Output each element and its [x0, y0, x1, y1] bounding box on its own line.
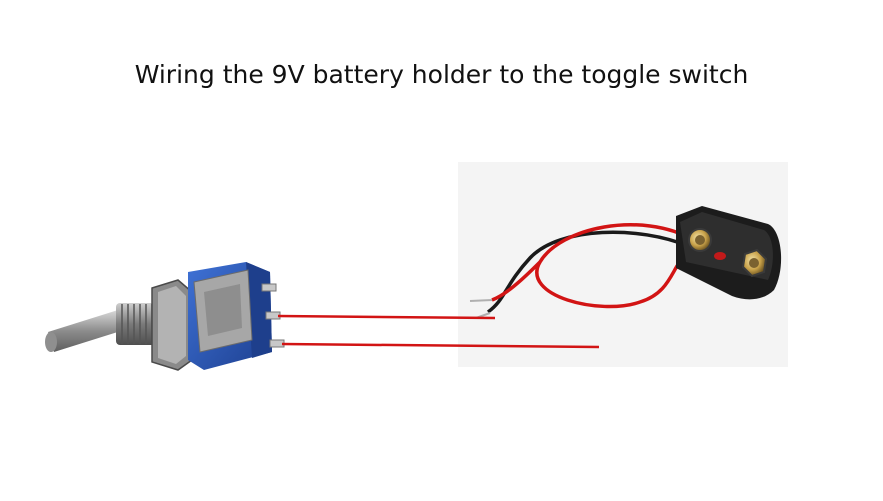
toggle-switch-illustration — [45, 262, 284, 370]
battery-clip-red-wire-end — [714, 252, 726, 260]
toggle-lever — [48, 310, 124, 352]
red-lead-bare-tip — [470, 300, 492, 301]
battery-clip-snap-center — [695, 235, 705, 245]
toggle-switch-middle-terminal — [266, 312, 280, 319]
toggle-switch-bottom-terminal — [270, 340, 284, 347]
hex-nut-face — [158, 286, 186, 364]
battery-clip-red-lead-loop — [537, 225, 700, 307]
battery-clip-hex-center — [749, 258, 759, 268]
connection-wire-2 — [282, 344, 599, 347]
toggle-lever-tip — [45, 332, 57, 352]
toggle-switch-top-terminal — [262, 284, 276, 291]
battery-clip-red-lead — [492, 262, 540, 300]
switch-frame-marking — [204, 284, 242, 336]
connection-wire-1 — [278, 316, 495, 318]
battery-clip-black-lead — [488, 232, 688, 312]
9v-battery-clip-illustration — [470, 206, 781, 318]
